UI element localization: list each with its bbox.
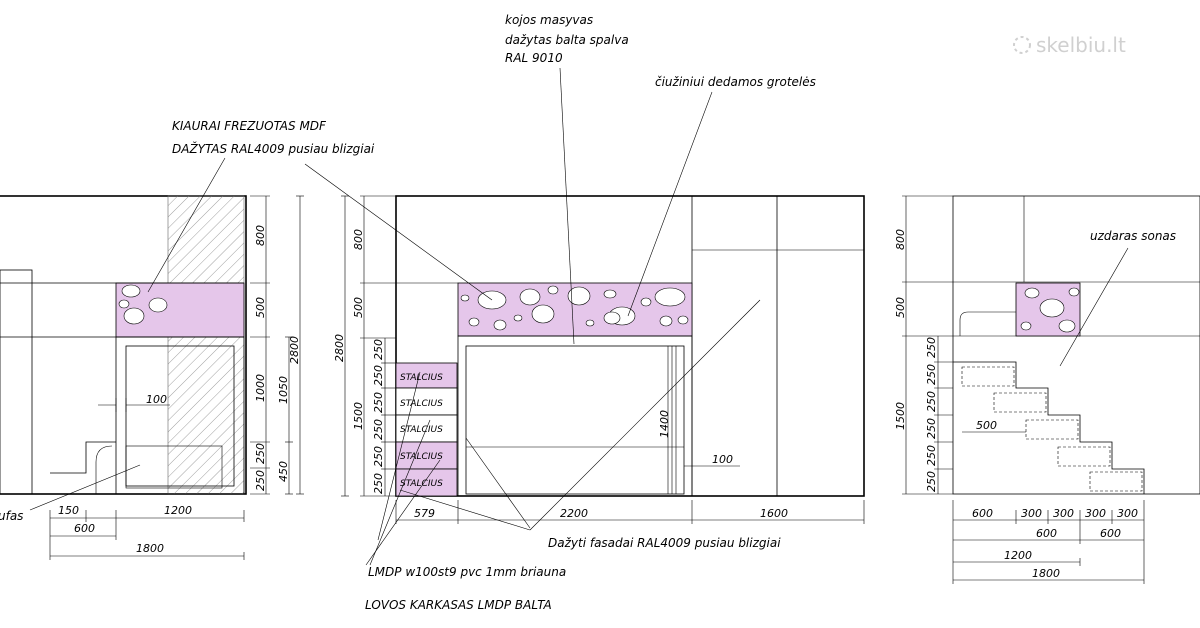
left-dim-450: 450 (277, 461, 290, 482)
drawer-stack (395, 338, 458, 497)
front-dim-1400: 1400 (658, 410, 671, 438)
note-legs-1: kojos masyvas (505, 13, 593, 27)
note-frame: LOVOS KARKASAS LMDP BALTA (365, 598, 552, 612)
front-dim-800: 800 (352, 229, 365, 250)
front-dim-500: 500 (352, 297, 365, 318)
right-step-2: 250 (925, 364, 938, 385)
drawer-label-4: STALCIUS (400, 452, 443, 462)
front-dim-2200: 2200 (560, 507, 588, 520)
drawer-label-2: STALCIUS (400, 399, 443, 409)
right-dim-600b: 600 (1036, 527, 1057, 540)
right-dim-600c: 600 (1100, 527, 1121, 540)
note-mdf-2: DAŽYTAS RAL4009 pusiau blizgiai (172, 141, 375, 156)
right-dim-300a: 300 (1021, 507, 1042, 520)
right-step-6: 250 (925, 471, 938, 492)
right-dim-1200: 1200 (1004, 549, 1032, 562)
right-step-1: 250 (925, 337, 938, 358)
front-dim-579: 579 (414, 507, 435, 520)
left-side-view (0, 195, 247, 495)
right-dim-300c: 300 (1085, 507, 1106, 520)
label-fas: ufas (0, 509, 23, 523)
note-legs-2: dažytas balta spalva (505, 33, 629, 47)
front-dim-100: 100 (712, 453, 733, 466)
drawer-label-1: STALCIUS (400, 373, 443, 383)
left-panel-clouds (118, 284, 168, 325)
left-dim-250a: 250 (254, 443, 267, 464)
right-horizontal-dims (952, 500, 1145, 584)
right-dim-600a: 600 (972, 507, 993, 520)
left-leader-lines (29, 157, 226, 511)
right-dim-1500: 1500 (894, 402, 907, 430)
right-dim-300d: 300 (1117, 507, 1138, 520)
note-mdf-1: KIAURAI FREZUOTAS MDF (172, 119, 327, 133)
front-step-6: 250 (372, 473, 385, 494)
watermark-text: skelbiu.lt (1036, 33, 1126, 57)
front-step-5: 250 (372, 446, 385, 467)
drawer-label-3: STALCIUS (400, 425, 443, 435)
front-dim-2800: 2800 (333, 334, 346, 362)
right-leader (962, 247, 1129, 433)
right-vertical-dims (902, 195, 953, 495)
left-dim-600: 600 (74, 522, 95, 535)
right-step-5: 250 (925, 445, 938, 466)
left-dim-800: 800 (254, 225, 267, 246)
front-vertical-dims (341, 195, 740, 497)
front-step-1: 250 (372, 339, 385, 360)
watermark: skelbiu.lt (1013, 33, 1126, 57)
left-vertical-dims (250, 195, 304, 495)
right-dim-500v: 500 (894, 297, 907, 318)
left-dim-1200: 1200 (164, 504, 192, 517)
right-step-4: 250 (925, 418, 938, 439)
front-step-4: 250 (372, 419, 385, 440)
left-gap-dim: 100 (146, 393, 167, 406)
left-dim-150: 150 (58, 504, 79, 517)
note-facades: Dažyti fasadai RAL4009 pusiau blizgiai (548, 536, 781, 550)
right-step-3: 250 (925, 391, 938, 412)
right-dim-300b: 300 (1053, 507, 1074, 520)
right-dashed-drawers (961, 366, 1143, 492)
note-lmdp: LMDP w100st9 pvc 1mm briauna (368, 565, 566, 579)
note-legs-3: RAL 9010 (505, 51, 563, 65)
front-dim-1500: 1500 (352, 402, 365, 430)
left-dim-500: 500 (254, 297, 267, 318)
right-dim-1800: 1800 (1032, 567, 1060, 580)
right-panel-clouds (1020, 287, 1080, 333)
left-dim-250b: 250 (254, 470, 267, 491)
left-horizontal-dims (49, 510, 245, 560)
drawer-label-5: STALCIUS (400, 479, 443, 489)
note-closed-side: uzdaras sonas (1090, 229, 1176, 243)
front-step-3: 250 (372, 392, 385, 413)
right-dim-500: 500 (976, 419, 997, 432)
front-dim-1600: 1600 (760, 507, 788, 520)
left-dim-1000: 1000 (254, 374, 267, 402)
left-dim-1050: 1050 (277, 376, 290, 404)
left-dim-1800: 1800 (136, 542, 164, 555)
front-step-2: 250 (372, 365, 385, 386)
front-horizontal-dims (395, 500, 865, 524)
front-view-frame (395, 195, 865, 497)
note-grille: čiužiniui dedamos grotelės (655, 75, 816, 89)
front-leader-lines (304, 67, 761, 566)
right-dim-800: 800 (894, 229, 907, 250)
left-dim-2800: 2800 (288, 336, 301, 364)
